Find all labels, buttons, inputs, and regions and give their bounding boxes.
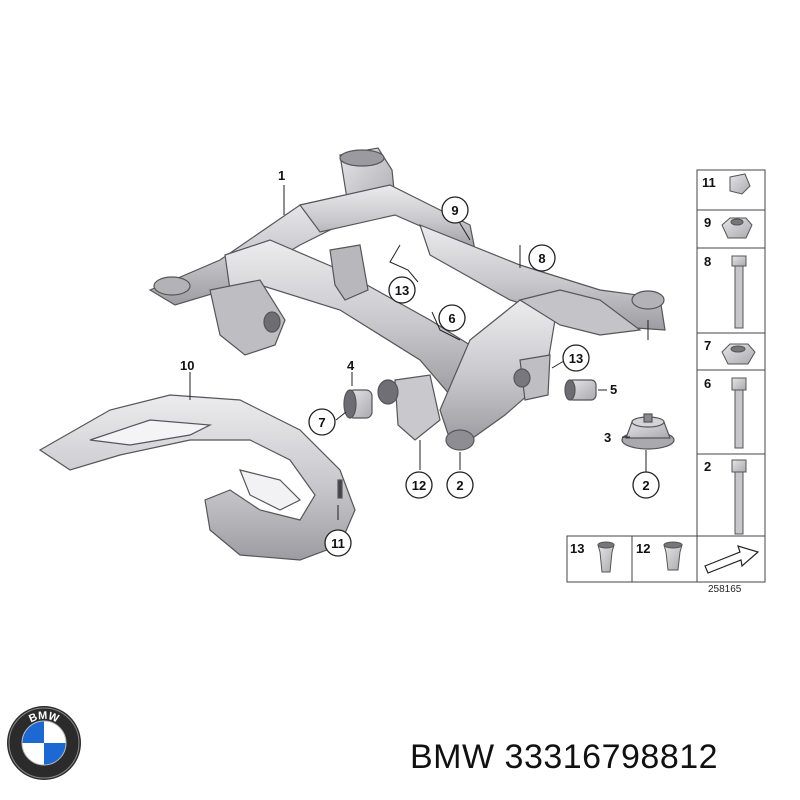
nut-icon (721, 217, 753, 239)
callout-13-top-label: 13 (395, 283, 409, 298)
leader-lines (189, 185, 649, 520)
reference-number: 258165 (708, 584, 742, 595)
callout-8: 8 (528, 244, 556, 272)
legend-label-11: 11 (702, 175, 716, 190)
legend-label-2: 2 (704, 459, 711, 474)
callout-7-label: 7 (318, 415, 325, 430)
legend-label-6: 6 (704, 376, 711, 391)
callout-13-top: 13 (388, 276, 416, 304)
callout-1: 1 (278, 168, 285, 183)
legend-label-12: 12 (636, 541, 650, 556)
legend-parts (597, 173, 756, 573)
callout-12: 12 (405, 471, 433, 499)
callout-13-right-label: 13 (569, 351, 583, 366)
callout-9: 9 (441, 196, 469, 224)
callout-3: 3 (604, 430, 611, 445)
brand-name: BMW (410, 738, 495, 776)
bushing-part-5 (564, 379, 597, 401)
bmw-logo: BMW (7, 706, 81, 780)
legend-label-7: 7 (704, 338, 711, 353)
callout-9-label: 9 (451, 203, 458, 218)
callouts: 1 9 8 13 6 13 10 4 5 3 7 (180, 168, 660, 557)
flange-nut-icon (721, 343, 756, 365)
callout-11-label: 11 (331, 536, 345, 551)
callout-7: 7 (308, 408, 336, 436)
callout-11: 11 (324, 529, 352, 557)
callout-6-label: 6 (448, 311, 455, 326)
callout-2-right-label: 2 (642, 478, 649, 493)
bolt-6-icon (731, 377, 747, 391)
legend-labels: 11 9 8 7 6 2 13 12 (570, 175, 716, 556)
callout-10: 10 (180, 358, 194, 373)
callout-4: 4 (347, 358, 355, 373)
callout-2-right: 2 (632, 471, 660, 499)
callout-13-right: 13 (562, 344, 590, 372)
bushing-part-4 (343, 389, 373, 419)
legend-label-13: 13 (570, 541, 584, 556)
callout-12-label: 12 (412, 478, 426, 493)
legend-label-9: 9 (704, 215, 711, 230)
brand-caption: BMW 33316798812 (410, 738, 718, 777)
callout-6: 6 (438, 304, 466, 332)
direction-arrow-box (696, 535, 766, 583)
thrust-plate-part-10 (38, 394, 356, 561)
part-number: 33316798812 (504, 738, 719, 776)
callout-2-left: 2 (446, 471, 474, 499)
callout-8-label: 8 (538, 251, 545, 266)
bolt-icon (729, 173, 751, 195)
mount-part-3 (621, 413, 675, 450)
legend-label-8: 8 (704, 254, 711, 269)
callout-2-left-label: 2 (456, 478, 463, 493)
arrow-icon (704, 545, 760, 574)
bolt-2-icon (731, 459, 747, 473)
callout-5: 5 (610, 382, 617, 397)
long-bolt-icon (731, 255, 747, 267)
subframe-part-1 (148, 147, 666, 451)
